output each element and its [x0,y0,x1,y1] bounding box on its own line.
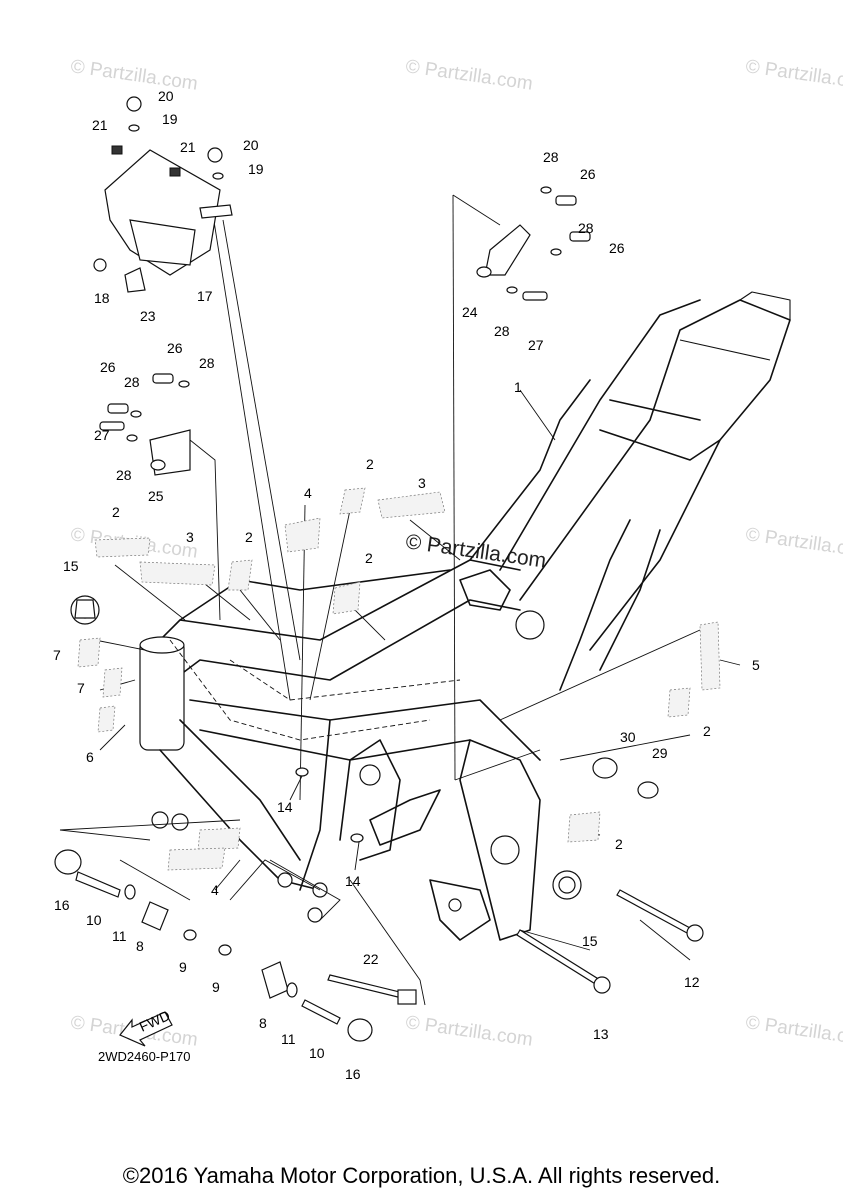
callout-25: 25 [148,488,164,504]
callout-28b: 28 [578,220,594,236]
callout-26d: 26 [100,359,116,375]
callout-6: 6 [86,749,94,765]
callout-26a: 26 [580,166,596,182]
watermark: © Partzilla.com [404,1012,534,1051]
callout-9a: 9 [179,959,187,975]
callout-20: 20 [158,88,174,104]
watermark: © Partzilla.com [744,1012,843,1051]
callout-9b: 9 [212,979,220,995]
callout-16b: 16 [345,1066,361,1082]
callout-19b: 19 [248,161,264,177]
callout-15a: 15 [63,558,79,574]
callout-1: 1 [514,379,522,395]
watermark: © Partzilla.com [69,56,199,95]
callout-28f: 28 [116,467,132,483]
callout-2f: 2 [615,836,623,852]
callout-23: 23 [140,308,156,324]
callout-13: 13 [593,1026,609,1042]
cover-assembly [93,96,233,293]
callout-3b: 3 [186,529,194,545]
callout-8a: 8 [136,938,144,954]
callout-20b: 20 [243,137,259,153]
callout-2c: 2 [245,529,253,545]
callout-11b: 11 [281,1031,296,1047]
callout-16a: 16 [54,897,70,913]
callout-28a: 28 [543,149,559,165]
bracket-parts [99,186,591,476]
callout-4a: 4 [304,485,312,501]
callout-7a: 7 [53,647,61,663]
callout-14a: 14 [277,799,293,815]
callout-18: 18 [94,290,110,306]
fasteners [54,595,704,1042]
callout-26c: 26 [167,340,183,356]
callout-2a: 2 [366,456,374,472]
callout-27b: 27 [94,427,110,443]
callout-24: 24 [462,304,478,320]
callout-2d: 2 [365,550,373,566]
callout-14b: 14 [345,873,361,889]
callout-21: 21 [92,117,108,133]
callout-26b: 26 [609,240,625,256]
copyright-text: ©2016 Yamaha Motor Corporation, U.S.A. A… [122,1163,721,1188]
watermark: © Partzilla.com [744,524,843,563]
callout-21b: 21 [180,139,196,155]
callout-27a: 27 [528,337,544,353]
callout-12: 12 [684,974,700,990]
callout-11a: 11 [112,928,127,944]
callout-17: 17 [197,288,213,304]
callout-28d: 28 [199,355,215,371]
callout-8b: 8 [259,1015,267,1031]
callout-4b: 4 [211,882,219,898]
callout-28e: 28 [124,374,140,390]
callout-2e: 2 [703,723,711,739]
decals [77,487,721,871]
main-frame [139,291,791,941]
diagram-code: 2WD2460-P170 [98,1049,191,1064]
callout-28c: 28 [494,323,510,339]
leader-lines [59,194,741,1006]
callout-30: 30 [620,729,636,745]
watermark: © Partzilla.com [404,56,534,95]
callout-10a: 10 [86,912,102,928]
callout-3a: 3 [418,475,426,491]
callout-15b: 15 [582,933,598,949]
callout-7b: 7 [77,680,85,696]
callout-22: 22 [363,951,379,967]
callout-2b: 2 [112,504,120,520]
callout-10b: 10 [309,1045,325,1061]
watermark: © Partzilla.com [744,56,843,95]
callout-29: 29 [652,745,668,761]
callout-19: 19 [162,111,178,127]
callout-5: 5 [752,657,760,673]
